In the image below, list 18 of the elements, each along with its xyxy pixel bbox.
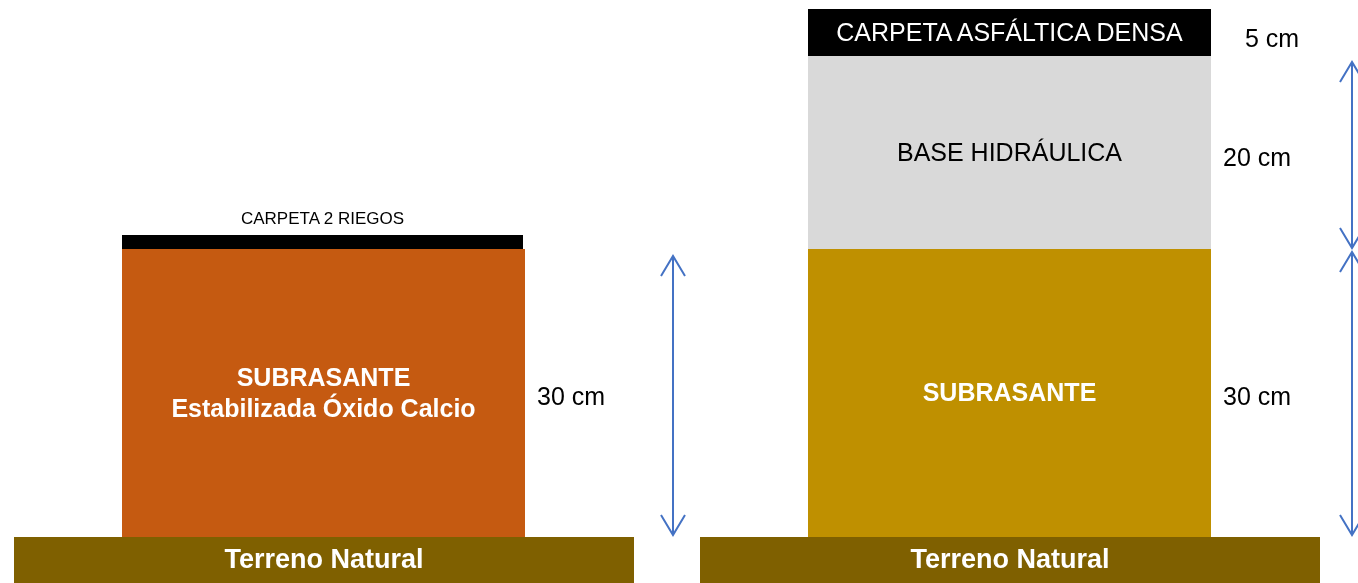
layer-label: SUBRASANTE [236,361,411,393]
thickness-label: 30 cm [1223,381,1292,412]
layer-label: Estabilizada Óxido Calcio [171,393,476,424]
layer-label: Terreno Natural [224,543,424,577]
thickness-label: 30 cm [537,381,606,412]
layer-label: SUBRASANTE [922,377,1097,409]
soil-layer [122,249,525,537]
layer-label: BASE HIDRÁULICA [896,136,1123,168]
layer-label: Terreno Natural [910,543,1110,577]
soil-layer [808,249,1211,537]
layer-label: CARPETA 2 RIEGOS [240,208,405,230]
soil-layer [14,537,634,583]
thickness-label: 20 cm [1223,142,1292,173]
thickness-label: 5 cm [1245,23,1300,54]
layer-label: CARPETA ASFÁLTICA DENSA [836,16,1183,48]
soil-layer [808,56,1211,249]
soil-layer [700,537,1320,583]
soil-layer [808,9,1211,56]
